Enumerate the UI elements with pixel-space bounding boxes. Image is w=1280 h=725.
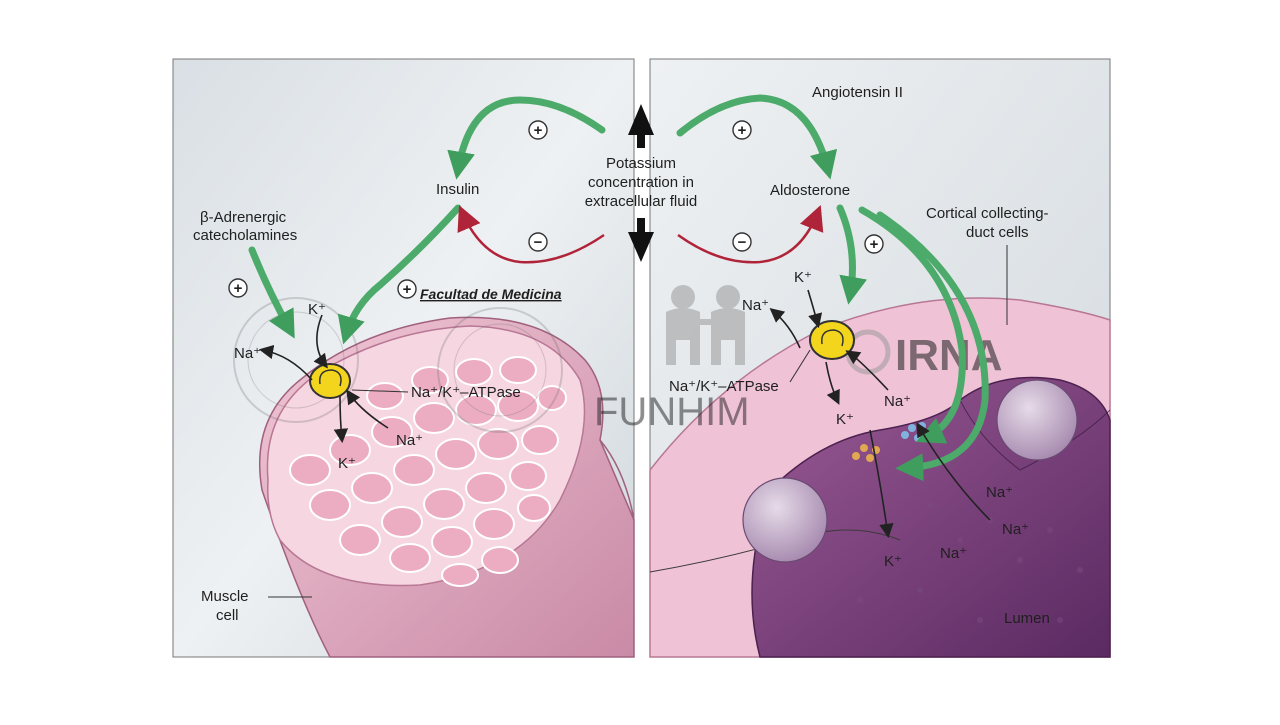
center-title-line2: concentration in	[588, 174, 694, 191]
plus-aldosterone: +	[870, 236, 879, 253]
muscle-label-line2: cell	[216, 607, 239, 624]
center-arrows	[628, 104, 654, 262]
ion-arrows	[258, 289, 991, 539]
muscle-label-line1: Muscle	[201, 588, 249, 605]
center-title-line3: extracellular fluid	[585, 193, 698, 210]
minus-insulin: −	[534, 234, 543, 251]
sign-circles	[228, 120, 884, 299]
green-arrows	[248, 94, 989, 482]
lumen-na-1: Na⁺	[986, 484, 1013, 501]
arrow-aldosterone-to-lumen	[876, 211, 989, 482]
lumen-k: K⁺	[884, 553, 902, 570]
plus-insulin-pump: +	[403, 281, 412, 298]
lumen-label: Lumen	[1004, 610, 1050, 627]
left-k-out: K⁺	[338, 455, 356, 472]
lumen-na-2: Na⁺	[1002, 521, 1029, 538]
plus-insulin-pump-circle	[397, 279, 417, 299]
cortical-label-line2: duct cells	[966, 224, 1029, 241]
arrow-aldosterone-feedback	[677, 205, 824, 264]
arrow-potassium-to-aldosterone	[676, 94, 838, 180]
left-pump	[309, 363, 351, 399]
lumen-na-3: Na⁺	[940, 545, 967, 562]
watermark-facultad: Facultad de Medicina	[420, 286, 562, 302]
watermark-unam	[233, 297, 563, 433]
left-k-in: K⁺	[308, 301, 326, 318]
right-k-in: K⁺	[794, 269, 812, 286]
minus-aldosterone-circle	[732, 232, 752, 252]
plus-angiotensin-circle	[732, 120, 752, 140]
right-pump	[809, 320, 855, 360]
plus-beta: +	[234, 280, 243, 297]
red-arrows	[457, 205, 824, 264]
minus-aldosterone: −	[738, 234, 747, 251]
right-pump-label: Na⁺/K⁺–ATPase	[669, 378, 779, 395]
angiotensin-label: Angiotensin II	[812, 84, 903, 101]
right-na-cell: Na⁺	[884, 393, 911, 410]
arrow-insulin-to-pump	[337, 204, 462, 345]
left-pump-label: Na⁺/K⁺–ATPase	[411, 384, 521, 401]
plus-aldosterone-circle	[864, 234, 884, 254]
center-title: Potassium concentration in extracellular…	[585, 155, 698, 210]
cortical-label-line1: Cortical collecting-	[926, 205, 1049, 222]
arrow-aldosterone-to-pump	[836, 204, 867, 305]
plus-angiotensin: +	[738, 122, 747, 139]
insulin-label: Insulin	[436, 181, 479, 198]
watermark-irna-figures	[666, 285, 891, 375]
center-title-line1: Potassium	[606, 155, 676, 172]
beta-label-line2: catecholamines	[193, 227, 297, 244]
aldosterone-label: Aldosterone	[770, 182, 850, 199]
right-pump-leader	[789, 349, 811, 383]
left-na-out: Na⁺	[234, 345, 261, 362]
arrow-beta-to-pump	[248, 246, 295, 339]
plus-beta-circle	[228, 278, 248, 298]
watermark-funhim: FUNHIM	[594, 390, 750, 434]
right-na-out: Na⁺	[742, 297, 769, 314]
arrow-aldosterone-to-channels	[858, 206, 966, 444]
arrow-potassium-to-insulin	[447, 96, 606, 180]
sign-symbols: + − + − + + +	[234, 122, 879, 298]
arrow-up	[628, 104, 654, 148]
beta-label-line1: β-Adrenergic	[200, 209, 287, 226]
plus-insulin-circle	[528, 120, 548, 140]
left-na-in: Na⁺	[396, 432, 423, 449]
minus-insulin-circle	[528, 232, 548, 252]
arrow-down	[628, 218, 654, 262]
right-k-cell: K⁺	[836, 411, 854, 428]
plus-insulin: +	[534, 122, 543, 139]
left-pump-leader	[351, 389, 409, 393]
arrow-insulin-feedback	[457, 205, 605, 264]
